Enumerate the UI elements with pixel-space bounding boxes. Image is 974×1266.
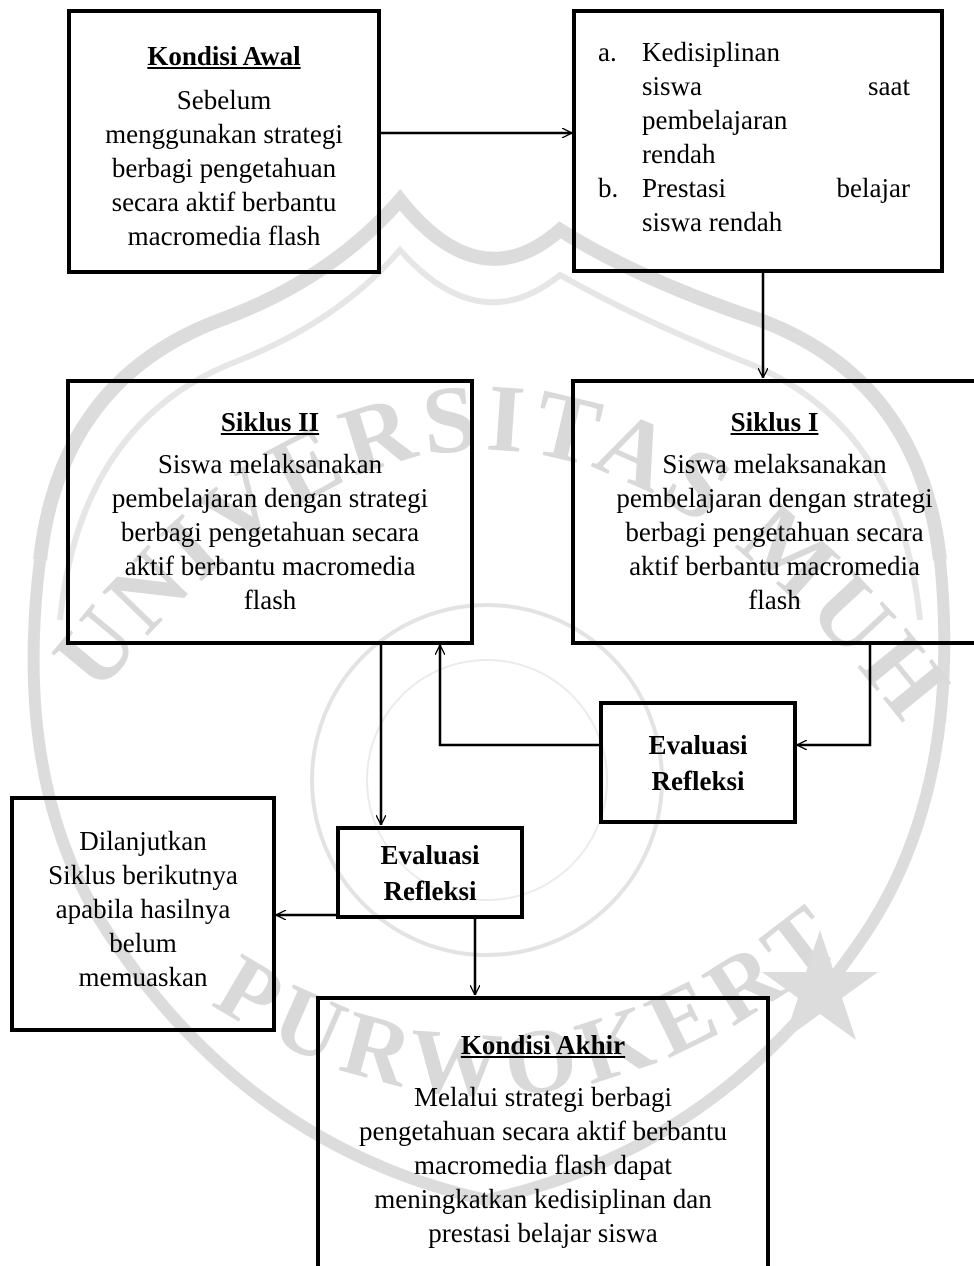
masalah-item-line: rendah xyxy=(642,139,716,169)
evaluasi-2-line: Refleksi xyxy=(383,875,477,906)
siklus-2-line: pembelajaran dengan strategi xyxy=(111,483,429,513)
siklus-1-line: Siswa melaksanakan xyxy=(662,449,887,479)
lanjut-line: belum xyxy=(109,928,177,958)
siklus-2-line: aktif berbantu macromedia xyxy=(124,551,416,581)
arrow-evaluasi1-to-siklus2 xyxy=(440,645,600,747)
kondisi-awal-line: berbagi pengetahuan xyxy=(111,153,337,183)
siklus-2-line: flash xyxy=(243,585,297,615)
lanjut-line: Dilanjutkan xyxy=(79,826,207,856)
masalah-item-marker: a. xyxy=(598,37,617,67)
siklus-1-title: Siklus I xyxy=(730,407,819,437)
siklus-1-line: pembelajaran dengan strategi xyxy=(616,483,933,513)
kondisi-awal-box: Kondisi Awal Sebelum menggunakan strateg… xyxy=(67,9,381,274)
siklus-1-box: Siklus I Siswa melaksanakan pembelajaran… xyxy=(571,379,974,645)
kondisi-akhir-box: Kondisi Akhir Melalui strategi berbagi p… xyxy=(316,996,770,1266)
masalah-item-line: Prestasi belajar xyxy=(642,173,910,203)
kondisi-akhir-line: meningkatkan kedisiplinan dan xyxy=(374,1184,712,1214)
masalah-box: a. Kedisiplinan siswa saat pembelajaran … xyxy=(572,9,944,273)
siklus-1-line: aktif berbantu macromedia xyxy=(629,551,920,581)
masalah-item-marker: b. xyxy=(598,173,619,203)
masalah-item-line: Kedisiplinan xyxy=(642,37,780,67)
lanjut-line: memuaskan xyxy=(78,962,208,992)
kondisi-akhir-title: Kondisi Akhir xyxy=(460,1030,626,1060)
evaluasi-2-line: Evaluasi xyxy=(380,839,480,870)
kondisi-akhir-line: pengetahuan secara aktif berbantu xyxy=(358,1116,728,1146)
kondisi-akhir-line: Melalui strategi berbagi xyxy=(414,1082,672,1112)
siklus-1-line: berbagi pengetahuan secara xyxy=(625,517,924,547)
evaluasi-refleksi-2-box: Evaluasi Refleksi xyxy=(336,826,524,919)
kondisi-awal-line: menggunakan strategi xyxy=(105,119,343,149)
kondisi-awal-line: macromedia flash xyxy=(127,221,321,251)
kondisi-akhir-line: macromedia flash dapat xyxy=(414,1150,672,1180)
evaluasi-1-line: Evaluasi xyxy=(648,729,748,760)
kondisi-akhir-line: prestasi belajar siswa xyxy=(428,1218,658,1248)
lanjut-line: Siklus berikutnya xyxy=(48,860,238,890)
siklus-1-line: flash xyxy=(748,585,801,615)
lanjut-line: apabila hasilnya xyxy=(55,894,231,924)
siklus-2-box: Siklus II Siswa melaksanakan pembelajara… xyxy=(66,379,474,645)
evaluasi-1-line: Refleksi xyxy=(651,765,745,796)
masalah-item-a: a. Kedisiplinan siswa saat pembelajaran … xyxy=(598,35,910,171)
lanjut-box: Dilanjutkan Siklus berikutnya apabila ha… xyxy=(10,796,276,1032)
siklus-2-line: Siswa melaksanakan xyxy=(157,449,383,479)
kondisi-awal-line: secara aktif berbantu xyxy=(111,187,337,217)
masalah-item-line: pembelajaran xyxy=(642,105,788,135)
masalah-item-line: siswa rendah xyxy=(642,207,783,237)
arrow-siklus1-to-evaluasi1 xyxy=(797,644,872,745)
siklus-2-title: Siklus II xyxy=(220,407,320,437)
masalah-item-b: b. Prestasi belajar siswa rendah xyxy=(598,171,910,239)
kondisi-awal-title: Kondisi Awal xyxy=(147,41,301,71)
kondisi-awal-line: Sebelum xyxy=(176,85,272,115)
siklus-2-line: berbagi pengetahuan secara xyxy=(120,517,420,547)
evaluasi-refleksi-1-box: Evaluasi Refleksi xyxy=(599,701,797,824)
masalah-item-line: siswa saat xyxy=(642,71,910,101)
